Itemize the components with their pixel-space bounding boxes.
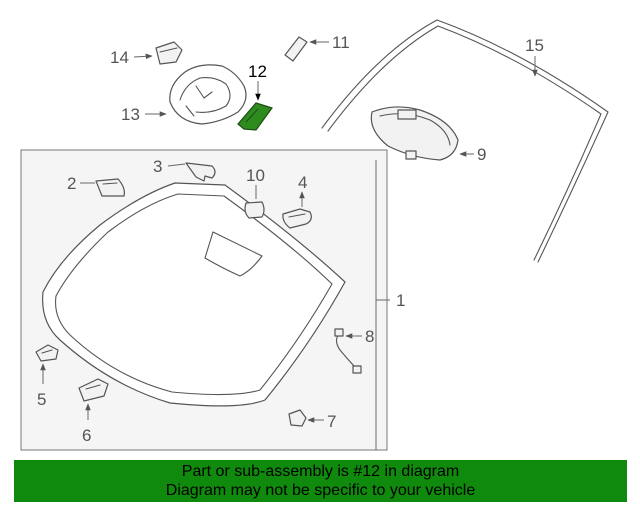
part-6[interactable] (78, 378, 109, 402)
part-11[interactable] (284, 36, 308, 62)
callout-13: 13 (121, 105, 140, 124)
part-2[interactable] (95, 178, 125, 197)
part-14[interactable] (155, 41, 183, 65)
callout-2: 2 (67, 174, 76, 193)
callout-8: 8 (365, 327, 374, 346)
part-8[interactable] (334, 328, 362, 374)
part-13-bracket[interactable] (169, 64, 247, 125)
part-12-highlighted[interactable] (237, 102, 273, 131)
part-1-windshield[interactable] (42, 182, 346, 407)
part-10[interactable] (244, 201, 265, 219)
info-banner: Part or sub-assembly is #12 in diagram D… (14, 460, 627, 502)
leader-3 (167, 163, 186, 167)
part-15-moulding[interactable] (321, 19, 609, 263)
part-3[interactable] (185, 162, 216, 182)
callout-12: 12 (248, 62, 267, 81)
part-4[interactable] (282, 208, 312, 229)
callout-9: 9 (477, 145, 486, 164)
callout-15: 15 (525, 36, 544, 55)
part-5[interactable] (35, 344, 59, 362)
callout-4: 4 (298, 173, 307, 192)
part-7[interactable] (288, 409, 307, 427)
callout-14: 14 (110, 48, 129, 67)
parts-diagram: 1 2 3 4 5 6 7 8 9 10 11 12 13 14 15 (20, 19, 609, 451)
callout-11: 11 (332, 33, 350, 52)
callout-6: 6 (82, 426, 91, 445)
callout-1: 1 (396, 291, 405, 310)
part-9-rearview-mirror[interactable] (370, 106, 459, 161)
callout-7: 7 (327, 412, 336, 431)
leader-14 (133, 53, 153, 60)
callout-5: 5 (37, 390, 46, 409)
callout-3: 3 (153, 157, 162, 176)
banner-line-2: Diagram may not be specific to your vehi… (165, 482, 476, 499)
callout-10: 10 (246, 166, 265, 185)
banner-line-1: Part or sub-assembly is #12 in diagram (181, 463, 460, 480)
